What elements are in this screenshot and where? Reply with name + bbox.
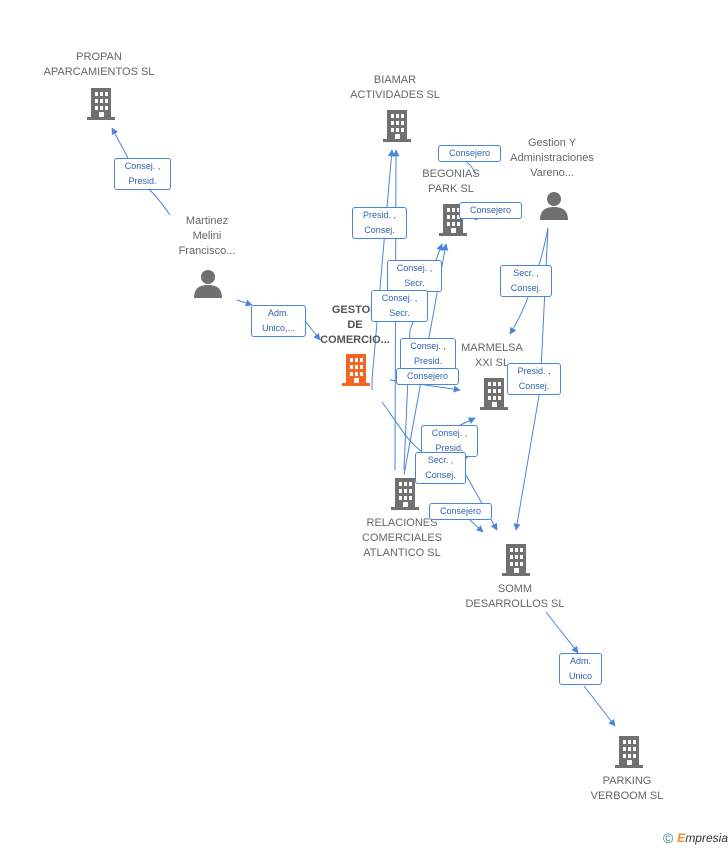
relationship-edge — [236, 299, 253, 307]
footer-brand[interactable]: © Empresia — [663, 830, 728, 846]
edge-label-relaciones-marmelsa-2[interactable]: Consej. , Presid. — [421, 425, 478, 457]
edge-label-relaciones-somm-1[interactable]: Secr. , Consej. — [415, 452, 466, 484]
edge-label-relaciones-begonias-1[interactable]: Consej. , Secr. — [387, 260, 442, 292]
building-icon[interactable] — [500, 542, 532, 583]
edge-label-martinez-gestor[interactable]: Adm. Unico,... — [251, 305, 306, 337]
node-label-martinez[interactable]: Martinez Melini Francisco... — [178, 215, 236, 257]
edge-label-relaciones-somm-2[interactable]: Consejero — [429, 503, 492, 520]
building-icon[interactable] — [340, 352, 372, 393]
relationship-edge — [111, 127, 129, 159]
building-icon[interactable] — [613, 734, 645, 775]
edge-label-somm-parking[interactable]: Adm. Unico — [559, 653, 602, 685]
edge-label-gestion-begonias[interactable]: Consejero — [438, 145, 501, 162]
node-label-relaciones[interactable]: RELACIONES COMERCIALES ATLANTICO SL — [361, 517, 443, 559]
copyright-icon: © — [662, 830, 674, 846]
edge-label-relaciones-begonias-2[interactable]: Consej. , Secr. — [371, 290, 428, 322]
relationship-edge — [469, 519, 484, 533]
empresia-logo: Empresia — [677, 831, 728, 845]
relationship-edge — [465, 474, 498, 531]
node-label-begonias[interactable]: BEGONIAS PARK SL — [422, 168, 480, 195]
node-label-gestion[interactable]: Gestion Y Administraciones Vareno... — [510, 137, 594, 179]
node-label-somm[interactable]: SOMM DESARROLLOS SL — [465, 583, 565, 610]
edge-label-relaciones-biamar[interactable]: Presid. , Consej. — [352, 207, 407, 239]
node-label-gestor[interactable]: GESTOR DE COMERCIO... — [320, 304, 390, 346]
building-icon[interactable] — [437, 202, 469, 243]
relationship-edge — [583, 685, 616, 727]
relationship-edge — [305, 321, 321, 341]
building-icon[interactable] — [85, 86, 117, 127]
edge-label-gestion-marmelsa[interactable]: Secr. , Consej. — [500, 265, 552, 297]
building-icon[interactable] — [389, 476, 421, 517]
building-icon[interactable] — [381, 108, 413, 149]
person-icon[interactable] — [538, 190, 570, 227]
node-label-parking[interactable]: PARKING VERBOOM SL — [590, 775, 664, 802]
building-icon[interactable] — [478, 376, 510, 417]
edge-label-martinez-propan[interactable]: Consej. , Presid. — [114, 158, 171, 190]
edge-label-gestion-somm[interactable]: Presid. , Consej. — [507, 363, 561, 395]
person-icon[interactable] — [192, 268, 224, 305]
node-label-biamar[interactable]: BIAMAR ACTIVIDADES SL — [350, 74, 440, 101]
edge-label-gestor-marmelsa[interactable]: Consejero — [396, 368, 459, 385]
relationship-edge — [545, 611, 579, 654]
edge-label-relaciones-marmelsa-1[interactable]: Consej. , Presid. — [400, 338, 456, 370]
node-label-marmelsa[interactable]: MARMELSA XXI SL — [461, 342, 523, 369]
node-label-propan[interactable]: PROPAN APARCAMIENTOS SL — [43, 51, 155, 78]
edge-label-begonias-consejero[interactable]: Consejero — [459, 202, 522, 219]
